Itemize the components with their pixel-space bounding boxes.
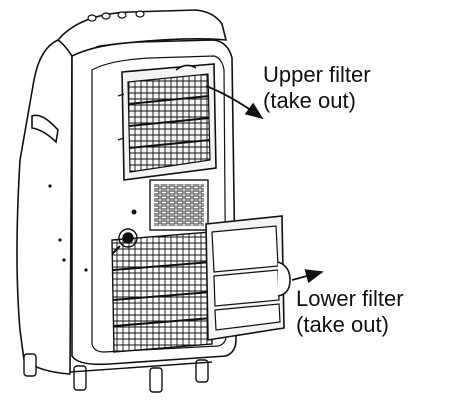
exhaust-grille bbox=[150, 180, 208, 230]
lower-filter-panel bbox=[206, 216, 290, 340]
lower-grille-area bbox=[112, 232, 212, 352]
lower-removal-arrow bbox=[292, 272, 322, 280]
lower-filter-label-line1: Lower filter bbox=[296, 286, 404, 312]
upper-filter-label-line1: Upper filter bbox=[263, 62, 371, 88]
upper-filter-label: Upper filter (take out) bbox=[263, 62, 371, 114]
lower-filter-label: Lower filter (take out) bbox=[296, 286, 404, 338]
lower-filter-label-line2: (take out) bbox=[296, 312, 404, 338]
upper-filter-panel bbox=[118, 64, 216, 180]
upper-filter-label-line2: (take out) bbox=[263, 88, 371, 114]
